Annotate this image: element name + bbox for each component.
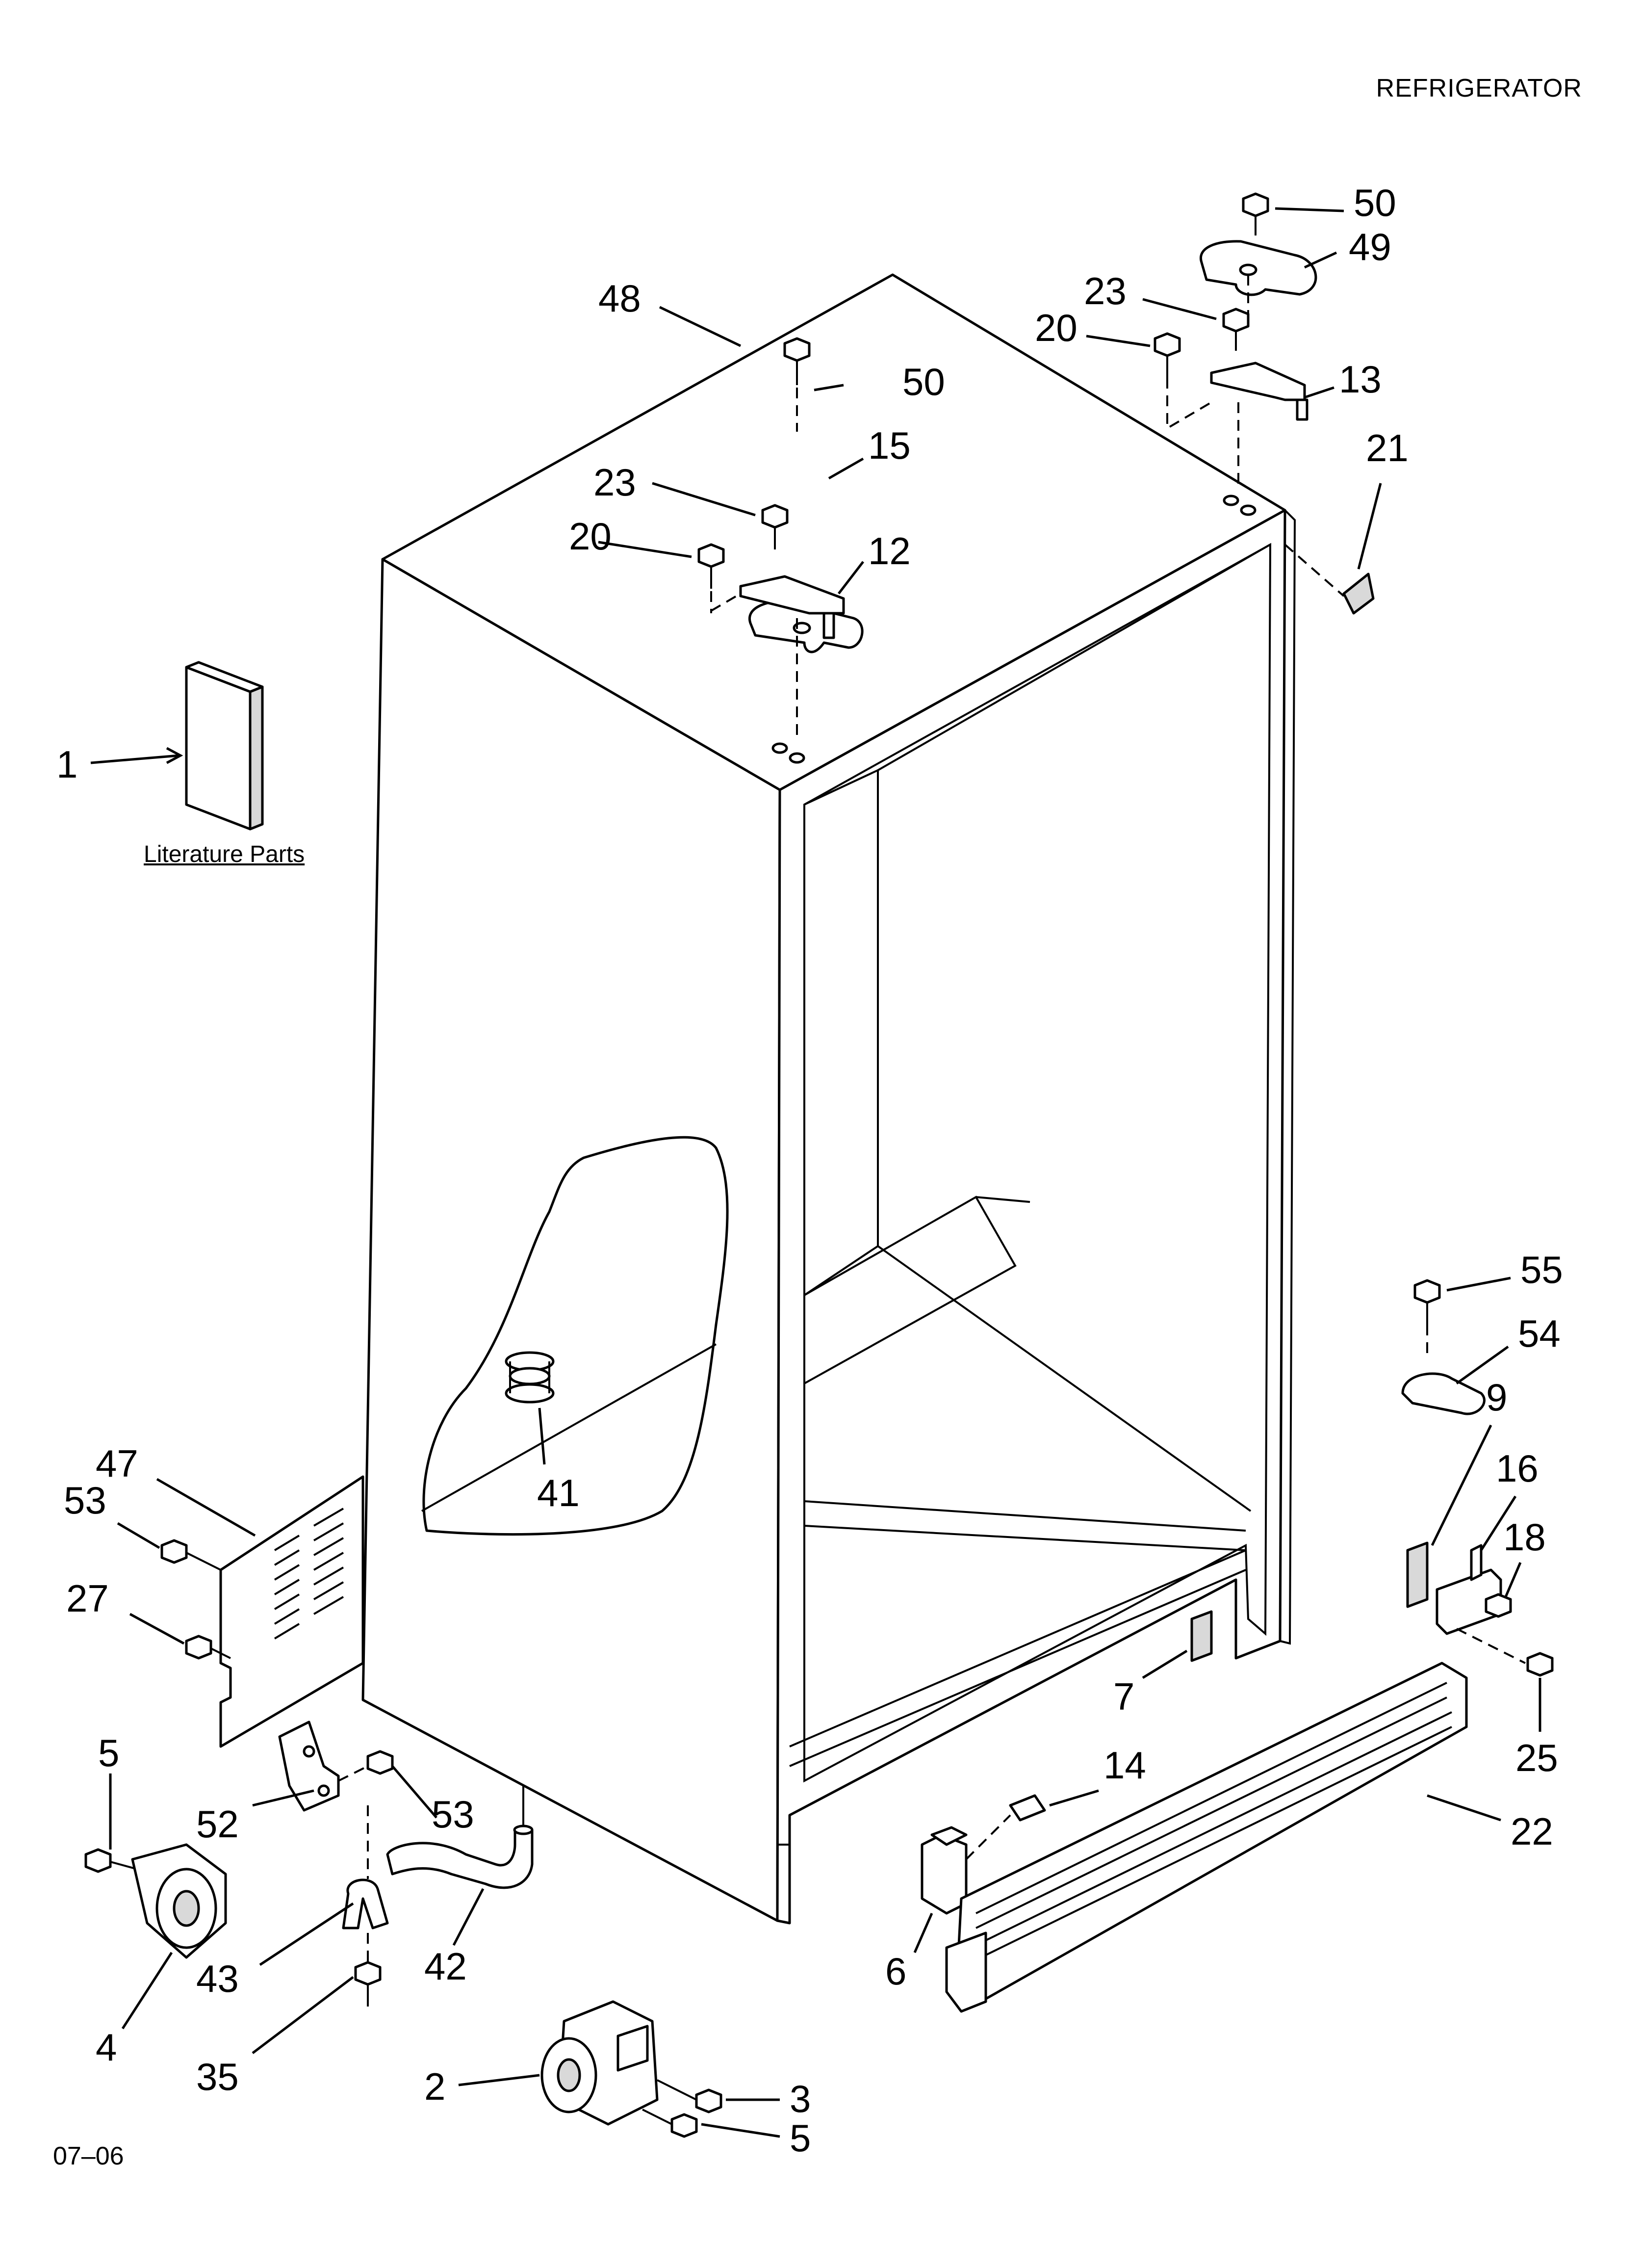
callout-20a: 20 (569, 515, 612, 558)
callout-20b: 20 (1035, 306, 1078, 349)
callout-1: 1 (56, 743, 77, 786)
callout-15: 15 (868, 424, 911, 467)
callout-21: 21 (1366, 426, 1409, 469)
door-stop-assembly (1401, 1279, 1486, 1415)
callout-25: 25 (1515, 1736, 1558, 1779)
callout-50b: 50 (1354, 181, 1396, 224)
callout-27: 27 (66, 1577, 109, 1620)
leveling-bracket (278, 1721, 394, 1812)
callout-9: 9 (1486, 1376, 1507, 1419)
rear-roller-assembly (84, 1843, 227, 1959)
callout-3: 3 (790, 2077, 811, 2120)
callout-48: 48 (598, 277, 641, 320)
water-tube-assembly (342, 1786, 534, 2007)
literature-parts-caption: Literature Parts (144, 841, 305, 867)
base-grille (945, 1662, 1468, 2013)
top-hinge-left-assembly (697, 337, 864, 736)
cutaway-view (421, 1136, 729, 1536)
callout-14: 14 (1103, 1744, 1146, 1787)
callout-42: 42 (424, 1945, 467, 1988)
literature-parts-book (185, 661, 264, 831)
callout-47: 47 (96, 1442, 138, 1485)
drain-fitting (505, 1351, 555, 1404)
callout-5b: 5 (790, 2116, 811, 2160)
callout-43: 43 (196, 1957, 239, 2000)
refrigerator-cabinet (361, 273, 1296, 1925)
callout-50a: 50 (902, 360, 945, 403)
callout-55: 55 (1520, 1248, 1563, 1291)
callout-53a: 53 (64, 1479, 106, 1522)
callout-18: 18 (1503, 1515, 1546, 1559)
grille-clip (921, 1794, 1046, 1915)
rear-access-grille (160, 1475, 364, 1748)
callout-2: 2 (424, 2065, 445, 2108)
callout-7: 7 (1113, 1675, 1134, 1718)
callout-53b: 53 (432, 1793, 474, 1836)
callout-12: 12 (868, 529, 911, 573)
callout-23a: 23 (593, 461, 636, 504)
callout-13: 13 (1339, 358, 1382, 401)
hinge-plug (1284, 544, 1375, 615)
callout-23b: 23 (1084, 269, 1127, 313)
revision-code: 07–06 (53, 2142, 124, 2170)
top-hinge-right-assembly (1154, 192, 1317, 491)
callout-35: 35 (196, 2055, 239, 2098)
callout-leaders (90, 207, 1541, 2138)
side-clip (1190, 1610, 1213, 1662)
callout-4: 4 (96, 2026, 117, 2069)
callout-6: 6 (885, 1950, 906, 1993)
front-roller-assembly (540, 2000, 722, 2138)
callout-16: 16 (1496, 1447, 1539, 1490)
callout-labels: 1 2 3 4 5 5 6 7 9 12 13 14 15 16 18 20 2… (56, 181, 1563, 2160)
callout-52: 52 (196, 1802, 239, 1846)
callout-41: 41 (537, 1471, 580, 1514)
callout-22: 22 (1511, 1810, 1553, 1853)
callout-49: 49 (1349, 225, 1391, 268)
bottom-hinge-assembly (1406, 1541, 1554, 1677)
callout-54: 54 (1518, 1312, 1561, 1355)
callout-5a: 5 (98, 1731, 119, 1774)
page-title: REFRIGERATOR (1376, 74, 1582, 103)
